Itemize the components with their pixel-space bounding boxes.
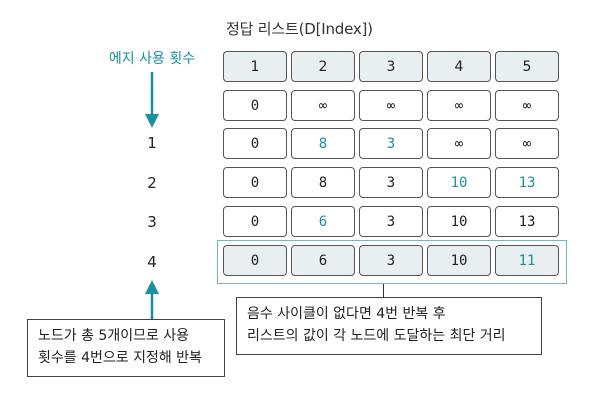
table-cell: 6 — [291, 206, 355, 237]
final-row-highlight — [217, 240, 567, 284]
table-header-cell: 3 — [359, 51, 423, 82]
table-cell: 0 — [223, 90, 287, 121]
table-cell: 10 — [427, 206, 491, 237]
table-cell: ∞ — [495, 128, 559, 159]
note-connector — [383, 284, 384, 298]
table-cell: 13 — [495, 206, 559, 237]
note-line: 노드가 총 5개이므로 사용 — [38, 328, 190, 344]
iteration-count-note: 노드가 총 5개이므로 사용 횟수를 4번으로 지정해 반복 — [27, 319, 225, 377]
edge-count-label: 에지 사용 횟수 — [108, 51, 196, 67]
shortest-distance-note: 음수 사이클이 없다면 4번 반복 후 리스트의 값이 각 노드에 도달하는 최… — [236, 297, 542, 355]
table-cell: 6 — [291, 245, 355, 276]
table-cell: 3 — [359, 128, 423, 159]
table-cell: ∞ — [427, 90, 491, 121]
note-line: 리스트의 값이 각 노드에 도달하는 최단 거리 — [247, 328, 506, 344]
table-header-cell: 1 — [223, 51, 287, 82]
note-line: 횟수를 4번으로 지정해 반복 — [38, 350, 202, 366]
row-label-2: 2 — [147, 174, 157, 192]
table-cell: 0 — [223, 206, 287, 237]
table-cell: 10 — [427, 245, 491, 276]
row-label-4: 4 — [147, 253, 157, 271]
table-cell: 8 — [291, 128, 355, 159]
list-title: 정답 리스트(D[Index]) — [226, 20, 373, 38]
table-cell: ∞ — [291, 90, 355, 121]
table-cell: 3 — [359, 206, 423, 237]
row-label-3: 3 — [147, 213, 157, 231]
table-cell: 13 — [495, 167, 559, 198]
table-cell: 10 — [427, 167, 491, 198]
table-header-cell: 5 — [495, 51, 559, 82]
table-cell: 0 — [223, 245, 287, 276]
up-arrow-icon — [145, 280, 159, 324]
table-cell: 3 — [359, 167, 423, 198]
table-header-cell: 2 — [291, 51, 355, 82]
table-header-cell: 4 — [427, 51, 491, 82]
table-cell: 0 — [223, 128, 287, 159]
table-cell: 8 — [291, 167, 355, 198]
table-cell: 0 — [223, 167, 287, 198]
table-cell: ∞ — [427, 128, 491, 159]
down-arrow-icon — [145, 72, 159, 128]
note-line: 음수 사이클이 없다면 4번 반복 후 — [247, 306, 446, 322]
table-cell: ∞ — [495, 90, 559, 121]
row-label-1: 1 — [147, 134, 157, 152]
table-cell: ∞ — [359, 90, 423, 121]
table-cell: 3 — [359, 245, 423, 276]
table-cell: 11 — [495, 245, 559, 276]
